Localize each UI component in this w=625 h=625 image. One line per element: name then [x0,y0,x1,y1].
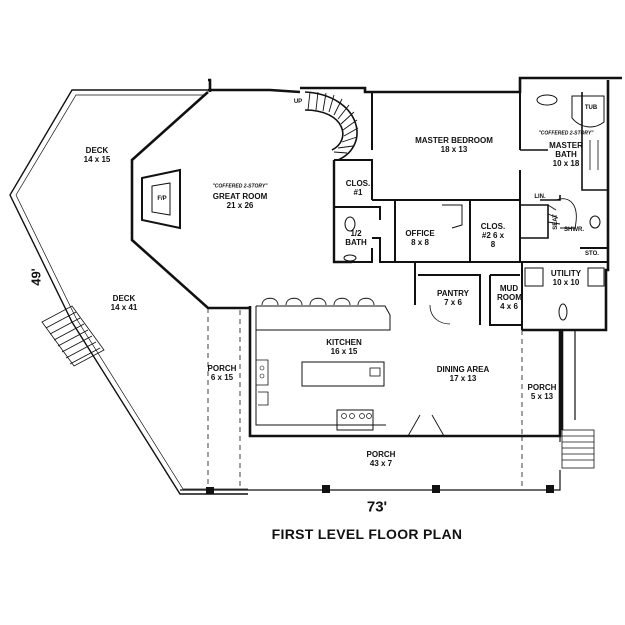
room-deck-top: DECK 14 x 15 [83,145,111,164]
tag-up: UP [293,99,303,105]
great-room-walls [130,88,301,310]
master-bath-note: "COFFERED 2-STORY" [538,130,594,137]
deck-outline [9,89,248,495]
porch-front-outline [180,330,576,491]
range [336,409,374,431]
room-master-bath: MASTER BATH 10 x 18 [549,141,583,169]
tag-sto: STO. [585,251,599,257]
tag-lin: LIN. [534,194,546,200]
room-utility: UTILITY 10 x 10 [550,268,582,287]
kitchen-island [301,361,385,387]
room-clos1: CLOS. #1 [345,178,371,197]
porch-dashed-lines [207,308,523,490]
wall-half-bath [334,237,395,263]
tag-seat: SEAT [553,214,559,230]
exterior-wall-right [560,80,610,430]
room-porch-right: PORCH 5 x 13 [527,382,557,401]
master-bath-walls [520,92,608,201]
wall-office [394,200,471,263]
room-clos2: CLOS. #2 6 x 8 [480,222,506,250]
plan-title: FIRST LEVEL FLOOR PLAN [271,526,463,542]
wall-pantry [414,262,522,326]
room-porch-front: PORCH 43 x 7 [366,449,396,468]
bar-stools [261,297,375,306]
exterior-wall-top [208,76,622,94]
wall-utility [520,247,608,330]
wall-clos2 [470,199,521,263]
tub [571,95,605,128]
room-kitchen: KITCHEN 16 x 15 [326,337,362,356]
porch-stairs-right [561,429,595,469]
secondary-stair [547,198,577,229]
room-dining: DINING AREA 17 x 13 [436,364,490,383]
room-office: OFFICE 8 x 8 [405,228,435,247]
great-room-note: "COFFERED 2-STORY" [212,183,268,190]
tag-shwr: SHWR. [564,227,584,233]
fireplace [141,168,181,230]
front-door [407,414,445,437]
room-pantry: PANTRY 7 x 6 [437,288,469,307]
tag-fireplace: F/P [157,196,167,202]
room-mud-room: MUD ROOM 4 x 6 [497,284,522,312]
dimension-width: 73' [366,498,388,516]
room-deck-bottom: DECK 14 x 41 [110,293,138,312]
deck-outline-inner [15,94,248,490]
tag-tub: TUB [584,105,598,111]
room-great-room: GREAT ROOM 21 x 26 [212,191,268,210]
wall-clos1 [334,92,381,220]
deck-stairs [41,305,105,367]
dimension-depth: 49' [28,268,44,286]
room-porch-left: PORCH 6 x 15 [207,363,237,382]
stair-curve [304,91,359,161]
room-half-bath: 1/2 BATH [345,228,367,247]
room-master-bedroom: MASTER BEDROOM 18 x 13 [415,135,493,154]
